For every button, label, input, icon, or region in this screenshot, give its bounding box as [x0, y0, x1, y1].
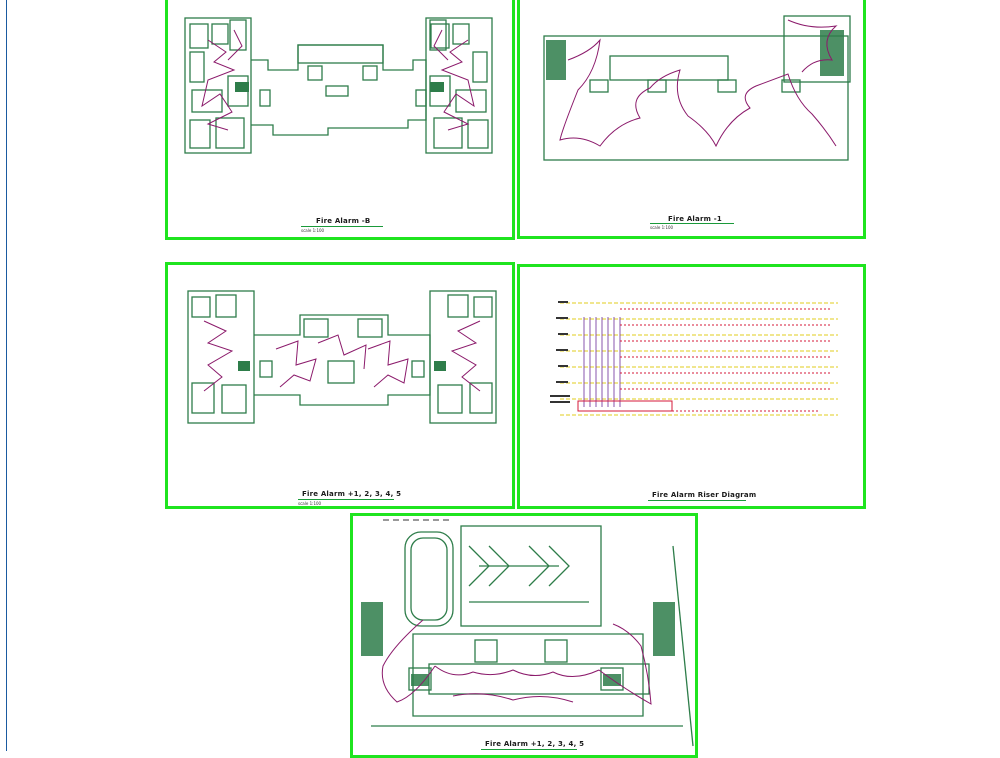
floor-plan-1-drawing [543, 15, 851, 161]
floor-plan-b-drawing [184, 17, 493, 154]
site-plan-drawing [361, 519, 694, 747]
sheet-scale: scale 1:100 [301, 228, 325, 233]
sheet-title: Fire Alarm -1 [668, 215, 722, 223]
title-underline [298, 499, 394, 500]
sheet-fire-alarm-b[interactable]: Fire Alarm -B scale 1:100 [165, 0, 515, 240]
sheet-fire-alarm-riser[interactable]: Fire Alarm Riser Diagram [517, 264, 866, 509]
sheet-title: Fire Alarm Riser Diagram [652, 491, 757, 499]
sheet-title: Fire Alarm +1, 2, 3, 4, 5 [302, 490, 402, 498]
title-underline [481, 749, 577, 750]
floor-plan-typical-drawing [187, 290, 497, 424]
sheet-fire-alarm-typical[interactable]: Fire Alarm +1, 2, 3, 4, 5 scale 1:100 [165, 262, 515, 509]
sheet-scale: scale 1:100 [650, 225, 674, 230]
sheet-fire-alarm-site[interactable]: Fire Alarm +1, 2, 3, 4, 5 [350, 513, 698, 758]
sheet-scale: scale 1:100 [298, 501, 322, 506]
sheet-title: Fire Alarm +1, 2, 3, 4, 5 [485, 740, 585, 748]
title-underline [301, 226, 383, 227]
sheet-fire-alarm-1[interactable]: Fire Alarm -1 scale 1:100 [517, 0, 866, 239]
sheet-title: Fire Alarm -B [316, 217, 371, 225]
title-underline [650, 223, 734, 224]
left-margin-rule [6, 0, 7, 751]
riser-diagram-drawing [550, 301, 838, 416]
title-underline [648, 500, 746, 501]
